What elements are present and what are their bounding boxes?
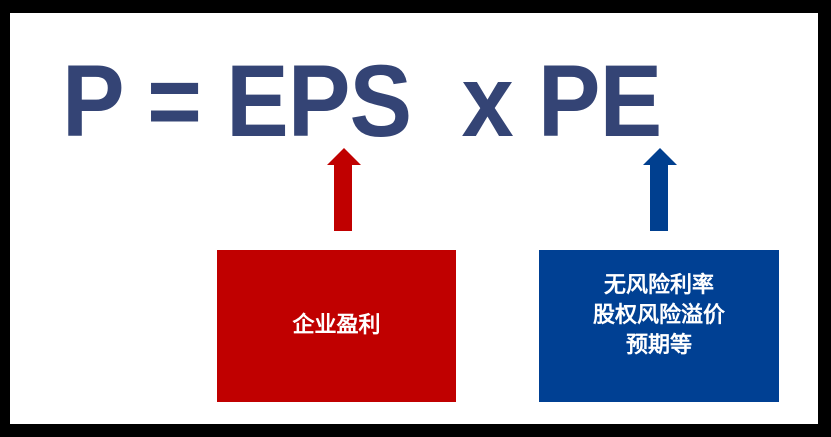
pe-drivers-box: 无风险利率 股权风险溢价 预期等 <box>539 250 779 402</box>
pe-up-arrow-icon <box>643 148 677 231</box>
box-line-risk-free-rate: 无风险利率 <box>603 273 714 298</box>
box-line-expectations: 预期等 <box>625 333 692 358</box>
box-line: 企业盈利 <box>292 313 381 338</box>
eps-up-arrow-icon <box>327 148 361 231</box>
pe-drivers-text: 无风险利率 股权风险溢价 预期等 <box>593 271 725 361</box>
valuation-formula: P = EPS x PE <box>62 44 662 158</box>
corporate-earnings-text: 企业盈利 <box>292 311 380 341</box>
corporate-earnings-box: 企业盈利 <box>217 250 456 402</box>
box-line-equity-risk-premium: 股权风险溢价 <box>592 303 725 328</box>
slide-canvas: P = EPS x PE 企业盈利 无风险利率 股权风险溢价 预期等 <box>10 13 818 424</box>
